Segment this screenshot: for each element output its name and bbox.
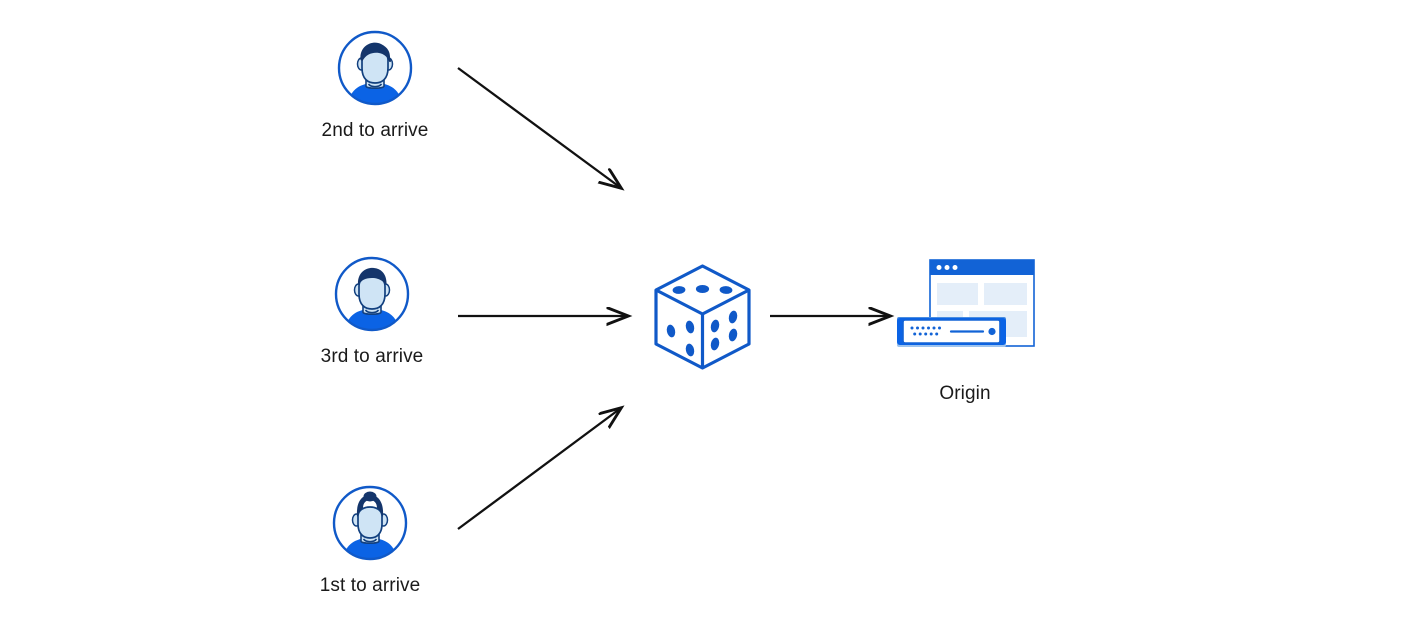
dice-icon [654, 264, 751, 370]
node-label-user-2nd: 2nd to arrive [321, 120, 429, 141]
arrow-2nd-to-dice [457, 67, 621, 188]
node-user-3rd[interactable]: 3rd to arrive [272, 254, 472, 366]
node-user-2nd[interactable]: 2nd to arrive [275, 28, 475, 140]
node-user-1st[interactable]: 1st to arrive [270, 483, 470, 595]
arrow-1st-to-dice [457, 408, 621, 530]
user-avatar-icon [332, 485, 408, 561]
node-label-user-3rd: 3rd to arrive [320, 346, 424, 367]
node-label-user-1st: 1st to arrive [319, 575, 421, 596]
user-avatar-icon [337, 30, 413, 106]
server-appliance-icon [897, 317, 1006, 347]
node-label-origin: Origin [939, 383, 991, 404]
node-dice[interactable] [645, 258, 760, 376]
node-origin[interactable]: Origin [855, 256, 1075, 403]
user-avatar-icon [334, 256, 410, 332]
origin-server-icon [897, 259, 1035, 347]
